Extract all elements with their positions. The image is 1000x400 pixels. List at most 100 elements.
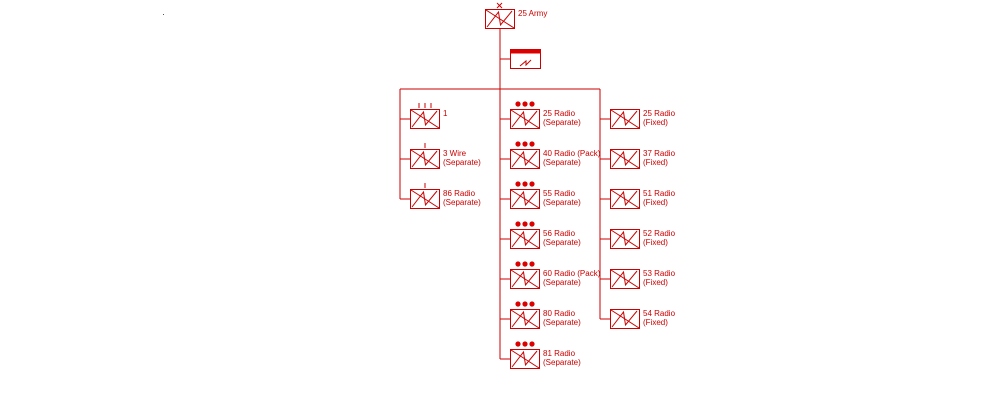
middle-unit-type: (Separate)	[543, 118, 581, 127]
echelon-dot	[529, 141, 535, 147]
echelon-dot	[515, 221, 521, 227]
lightning-icon	[511, 230, 538, 248]
middle-unit-symbol	[510, 109, 540, 129]
lightning-icon	[411, 110, 438, 128]
middle-echelon-dots	[515, 181, 535, 187]
echelon-dot	[522, 341, 528, 347]
right-unit-type: (Fixed)	[643, 158, 668, 167]
hq-bar	[510, 49, 541, 54]
echelon-x-stroke	[496, 2, 503, 9]
right-unit-type: (Fixed)	[643, 198, 668, 207]
lightning-icon	[511, 110, 538, 128]
middle-unit-type: (Separate)	[543, 318, 581, 327]
lightning-icon	[511, 150, 538, 168]
right-unit-name: 37 Radio	[643, 149, 676, 158]
lightning-icon	[411, 190, 438, 208]
middle-echelon-dots	[515, 101, 535, 107]
echelon-dot	[522, 301, 528, 307]
root-unit-symbol	[485, 9, 515, 29]
echelon-dot	[515, 181, 521, 187]
army-echelon-mark	[496, 2, 503, 9]
right-unit-symbol	[610, 189, 640, 209]
right-unit-type: (Fixed)	[643, 238, 668, 247]
echelon-dot	[529, 181, 535, 187]
right-unit-symbol	[610, 229, 640, 249]
middle-unit-type: (Separate)	[543, 238, 581, 247]
lightning-icon	[611, 190, 638, 208]
middle-unit-name: 55 Radio	[543, 189, 576, 198]
middle-unit-name: 40 Radio (Pack)	[543, 149, 601, 158]
middle-unit-symbol	[510, 269, 540, 289]
hq-signal-symbol	[510, 49, 541, 69]
echelon-dot	[529, 221, 535, 227]
right-unit-type: (Fixed)	[643, 318, 668, 327]
right-unit-symbol	[610, 309, 640, 329]
root-label: 25 Army	[518, 9, 547, 18]
lightning-icon	[611, 310, 638, 328]
lightning-icon	[411, 150, 438, 168]
hq-lightning-icon	[519, 59, 532, 67]
right-unit-name: 54 Radio	[643, 309, 676, 318]
middle-echelon-dots	[515, 301, 535, 307]
lightning-icon	[611, 150, 638, 168]
left-unit-symbol	[410, 109, 440, 129]
right-unit-type: (Fixed)	[643, 278, 668, 287]
lightning-icon	[611, 270, 638, 288]
middle-unit-type: (Separate)	[543, 358, 581, 367]
middle-unit-name: 60 Radio (Pack)	[543, 269, 601, 278]
echelon-dot	[529, 341, 535, 347]
left-unit-name: 1	[443, 109, 448, 118]
stray-dot	[163, 14, 164, 15]
echelon-dot	[515, 261, 521, 267]
middle-echelon-dots	[515, 261, 535, 267]
middle-echelon-dots	[515, 341, 535, 347]
unit-symbols	[410, 2, 640, 369]
right-unit-symbol	[610, 269, 640, 289]
middle-unit-symbol	[510, 189, 540, 209]
middle-unit-symbol	[510, 149, 540, 169]
lightning-icon	[511, 310, 538, 328]
left-echelon-mark	[418, 103, 432, 108]
echelon-dot	[515, 341, 521, 347]
lightning-icon	[611, 110, 638, 128]
right-unit-name: 53 Radio	[643, 269, 676, 278]
left-unit-name: 3 Wire	[443, 149, 467, 158]
lightning-icon	[611, 230, 638, 248]
lightning-icon	[511, 190, 538, 208]
middle-unit-type: (Separate)	[543, 278, 581, 287]
right-unit-type: (Fixed)	[643, 118, 668, 127]
left-unit-symbol	[410, 149, 440, 169]
echelon-dot	[515, 101, 521, 107]
left-unit-type: (Separate)	[443, 158, 481, 167]
echelon-dot	[522, 181, 528, 187]
middle-echelon-dots	[515, 141, 535, 147]
lightning-icon	[511, 350, 538, 368]
lightning-icon	[486, 10, 513, 28]
echelon-dot	[515, 141, 521, 147]
echelon-dot	[529, 101, 535, 107]
middle-unit-symbol	[510, 229, 540, 249]
echelon-dot	[515, 301, 521, 307]
echelon-dot	[522, 221, 528, 227]
middle-unit-name: 56 Radio	[543, 229, 576, 238]
left-unit-symbol	[410, 189, 440, 209]
middle-unit-symbol	[510, 309, 540, 329]
echelon-dot	[522, 101, 528, 107]
right-unit-symbol	[610, 149, 640, 169]
middle-unit-name: 25 Radio	[543, 109, 576, 118]
middle-unit-type: (Separate)	[543, 158, 581, 167]
connector-lines	[399, 28, 610, 360]
right-unit-symbol	[610, 109, 640, 129]
middle-unit-name: 81 Radio	[543, 349, 576, 358]
echelon-dot	[522, 261, 528, 267]
middle-unit-type: (Separate)	[543, 198, 581, 207]
left-unit-name: 86 Radio	[443, 189, 476, 198]
middle-echelon-dots	[515, 221, 535, 227]
right-unit-name: 51 Radio	[643, 189, 676, 198]
middle-unit-name: 80 Radio	[543, 309, 576, 318]
right-unit-name: 25 Radio	[643, 109, 676, 118]
left-unit-type: (Separate)	[443, 198, 481, 207]
middle-unit-symbol	[510, 349, 540, 369]
